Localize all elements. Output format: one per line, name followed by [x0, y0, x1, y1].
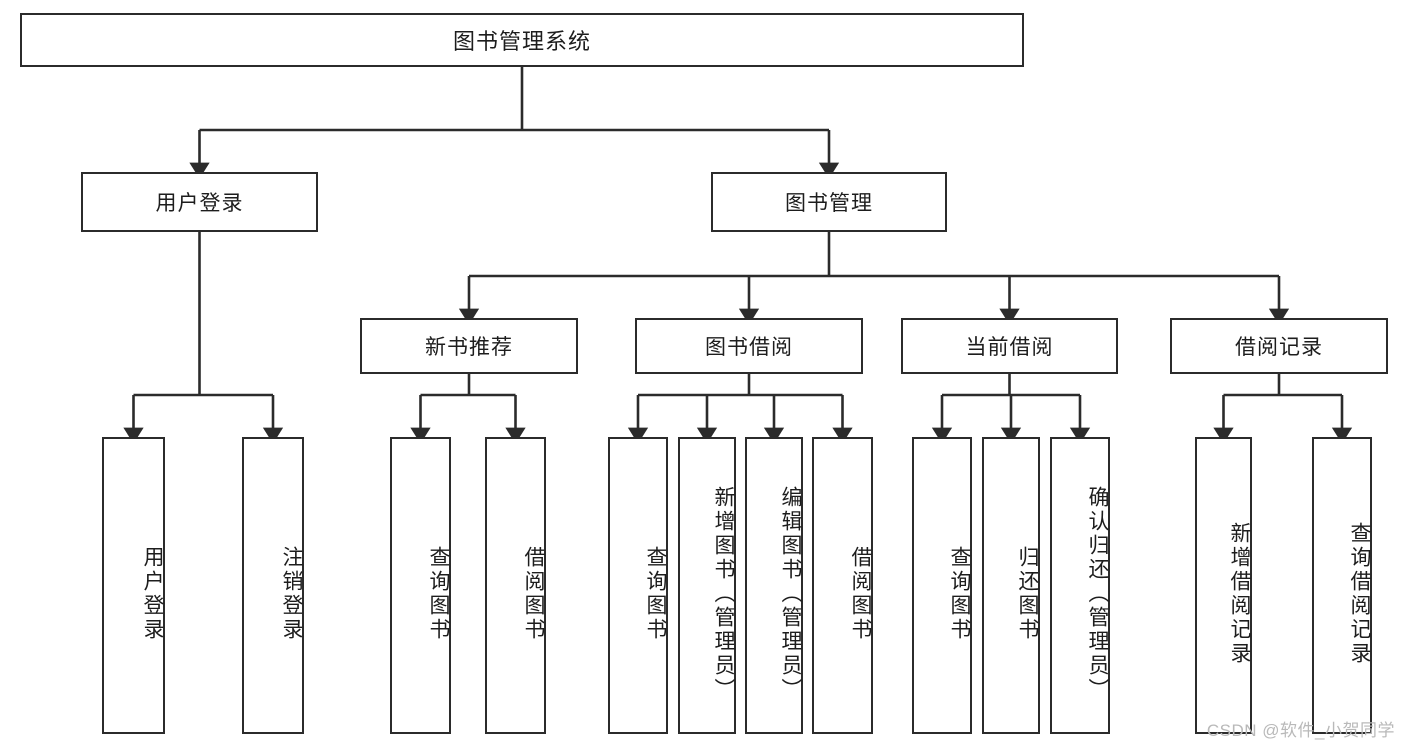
node-label: 查询借阅记录 — [1348, 521, 1371, 666]
node-label: 借阅图书 — [849, 545, 872, 642]
node-label: 编辑图书（管理员） — [779, 485, 802, 702]
node-leaf10[interactable]: 归还图书 — [982, 437, 1040, 734]
node-label: 查询图书 — [644, 545, 667, 642]
node-label: 新增借阅记录 — [1228, 521, 1251, 666]
node-leaf7[interactable]: 编辑图书（管理员） — [745, 437, 803, 734]
node-current[interactable]: 当前借阅 — [901, 318, 1118, 374]
node-label: 归还图书 — [1016, 545, 1039, 642]
node-label: 当前借阅 — [965, 336, 1054, 359]
node-label: 图书管理系统 — [452, 29, 591, 54]
edge-layer — [123, 67, 1353, 444]
node-leaf9[interactable]: 查询图书 — [912, 437, 972, 734]
node-label: 新增图书（管理员） — [712, 485, 735, 702]
node-label: 用户登录 — [155, 192, 244, 215]
node-leaf11[interactable]: 确认归还（管理员） — [1050, 437, 1110, 734]
node-label: 确认归还（管理员） — [1086, 485, 1109, 702]
node-leaf2[interactable]: 注销登录 — [242, 437, 304, 734]
node-login[interactable]: 用户登录 — [81, 172, 318, 232]
node-label: 用户登录 — [141, 545, 164, 642]
node-root[interactable]: 图书管理系统 — [20, 13, 1024, 67]
node-leaf5[interactable]: 查询图书 — [608, 437, 668, 734]
node-label: 注销登录 — [280, 545, 303, 642]
node-leaf6[interactable]: 新增图书（管理员） — [678, 437, 736, 734]
node-label: 借阅图书 — [522, 545, 545, 642]
node-label: 图书管理 — [785, 192, 873, 215]
node-records[interactable]: 借阅记录 — [1170, 318, 1388, 374]
node-label: 查询图书 — [948, 545, 971, 642]
node-leaf13[interactable]: 查询借阅记录 — [1312, 437, 1372, 734]
node-label: 图书借阅 — [705, 336, 793, 359]
node-bookmgmt[interactable]: 图书管理 — [711, 172, 947, 232]
node-leaf1[interactable]: 用户登录 — [102, 437, 165, 734]
node-label: 查询图书 — [427, 545, 450, 642]
node-borrow[interactable]: 图书借阅 — [635, 318, 863, 374]
node-label: 新书推荐 — [425, 336, 513, 359]
node-newbook[interactable]: 新书推荐 — [360, 318, 578, 374]
node-leaf4[interactable]: 借阅图书 — [485, 437, 546, 734]
node-leaf3[interactable]: 查询图书 — [390, 437, 451, 734]
node-label: 借阅记录 — [1235, 336, 1323, 359]
node-leaf12[interactable]: 新增借阅记录 — [1195, 437, 1252, 734]
node-leaf8[interactable]: 借阅图书 — [812, 437, 873, 734]
